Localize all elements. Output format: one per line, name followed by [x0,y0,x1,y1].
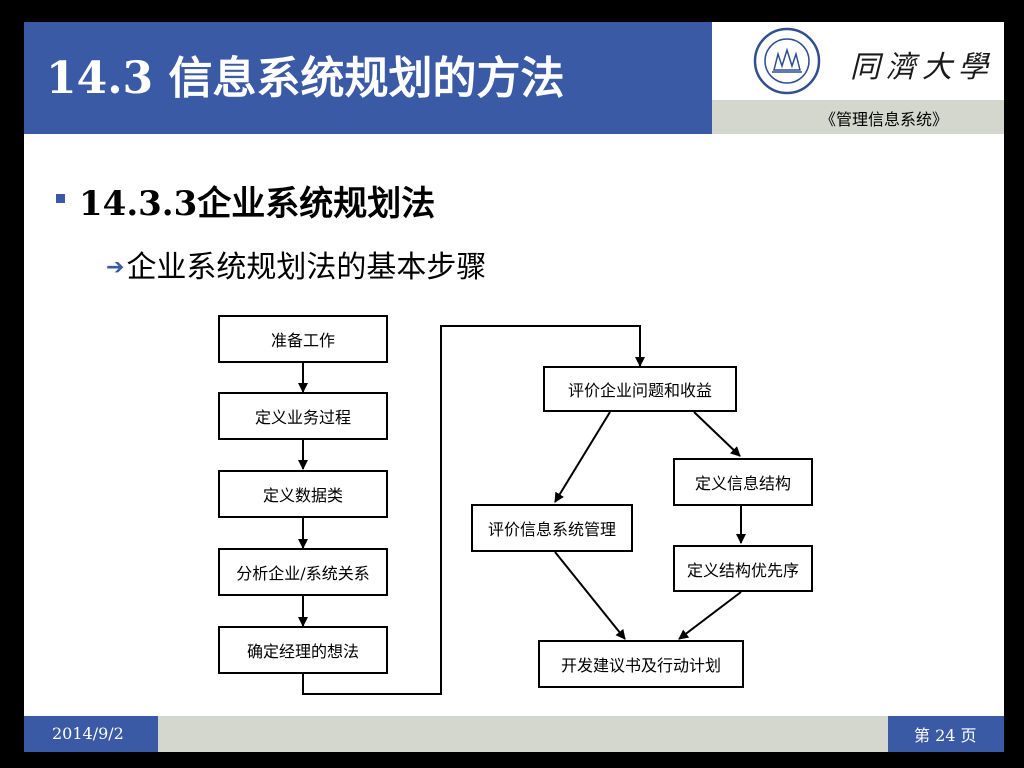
step-evaluate-problems: 评价企业问题和收益 [543,366,737,412]
main-bullet: 14.3.3企业系统规划法 [56,176,435,225]
slide-title: 14.3 信息系统规划的方法 [46,53,565,104]
step-define-business-process: 定义业务过程 [218,392,388,440]
footer-date-block: 2014/9/2 [24,716,158,752]
step-define-data-class: 定义数据类 [218,470,388,518]
square-bullet-icon [56,193,65,203]
footer-date: 2014/9/2 [52,724,124,743]
page-number: 第 24 页 [914,726,977,745]
course-strip: 《管理信息系统》 [712,100,1004,134]
university-seal-icon [753,27,821,95]
arrow-evaluate-to-info [693,411,741,457]
step-evaluate-info-mgmt: 评价信息系统管理 [471,504,633,552]
connector-step5-to-evaluate [302,325,645,695]
university-name: 同濟大學 [850,50,994,85]
sub-bullet-text: 企业系统规划法的基本步骤 [126,250,487,285]
title-bar: 14.3 信息系统规划的方法 [24,22,712,134]
arrow-mgmt-to-plan [554,551,626,640]
step-analyze-relations: 分析企业/系统关系 [218,548,388,596]
arrow-bullet-icon: ➔ [106,255,125,280]
sub-bullet: ➔企业系统规划法的基本步骤 [106,242,486,286]
footer-page-block: 第 24 页 [888,716,1004,752]
step-define-priority: 定义结构优先序 [673,545,813,592]
arrow-evaluate-to-mgmt [554,411,611,503]
slide: 14.3 信息系统规划的方法 同濟大學 《管理信息系统》 14.3.3企业系统规… [24,22,1004,752]
footer-strip [158,716,888,752]
step-prepare: 准备工作 [218,315,388,363]
flowchart-connectors [298,325,746,695]
logo-area: 同濟大學 [712,22,1004,100]
step-manager-views: 确定经理的想法 [218,626,388,674]
course-name: 《管理信息系统》 [819,110,948,129]
step-define-info-structure: 定义信息结构 [673,458,813,506]
arrow-priority-to-plan [678,591,742,640]
main-bullet-text: 14.3.3企业系统规划法 [79,184,436,224]
step-develop-plan: 开发建议书及行动计划 [538,640,744,688]
